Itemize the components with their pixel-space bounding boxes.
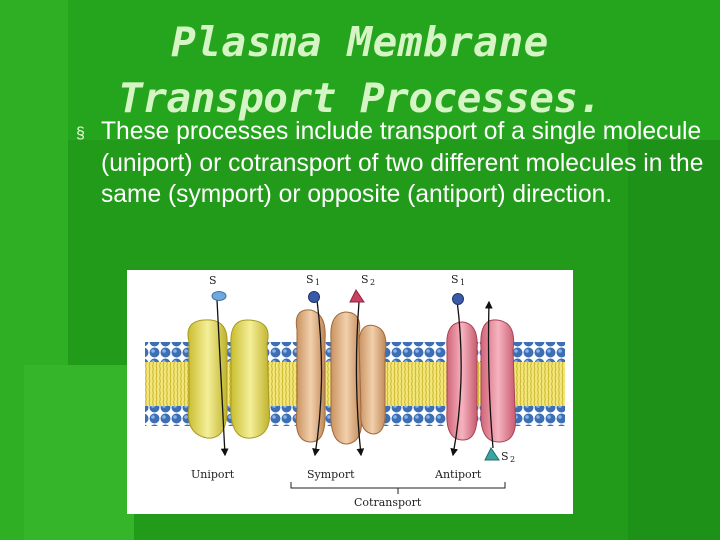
s-molecule-icon xyxy=(211,291,227,301)
label-s1-sub: 1 xyxy=(315,278,320,287)
antiport-arrow-s1 xyxy=(450,299,462,457)
slide-title-line-1: Plasma Membrane xyxy=(171,18,549,66)
antiport-arrow-s2 xyxy=(484,300,494,449)
transport-arrows xyxy=(216,299,494,457)
s1-molecule-icon xyxy=(452,293,464,305)
background-panel xyxy=(628,140,720,540)
label-cotransport: Cotransport xyxy=(354,496,422,509)
label-s1: S xyxy=(306,273,314,286)
label-uniport: Uniport xyxy=(191,468,235,481)
cotransport-bracket xyxy=(290,482,506,494)
slide-title-line-2: Transport Processes. xyxy=(118,74,602,122)
label-s2: S xyxy=(361,273,369,286)
label-s2-antiport-sub: 2 xyxy=(510,455,515,464)
uniport-protein xyxy=(187,319,271,439)
symport-protein xyxy=(295,309,387,445)
transport-diagram: S S 1 S 2 S 1 S 2 Uniport Symport Antipo… xyxy=(127,270,573,514)
s2-molecule-icon xyxy=(349,289,365,303)
background-panel xyxy=(24,365,134,540)
symport-arrow-s1 xyxy=(312,299,323,457)
bullet-icon: § xyxy=(76,125,85,142)
s2-molecule-icon xyxy=(484,447,500,461)
label-s2-antiport: S xyxy=(501,450,509,463)
label-s2-sub: 2 xyxy=(370,278,375,287)
symport-arrow-s2 xyxy=(355,301,365,457)
transport-diagram-svg: S S 1 S 2 S 1 S 2 Uniport Symport Antipo… xyxy=(145,273,565,509)
uniport-arrow xyxy=(216,299,229,457)
label-s1-antiport: S xyxy=(451,273,459,286)
label-symport: Symport xyxy=(307,468,355,481)
bullet-text: These processes include transport of a s… xyxy=(101,118,704,208)
antiport-protein xyxy=(446,319,517,443)
label-s: S xyxy=(209,274,217,287)
label-antiport: Antiport xyxy=(434,468,482,481)
s1-molecule-icon xyxy=(308,291,320,303)
label-s1-antiport-sub: 1 xyxy=(460,278,465,287)
